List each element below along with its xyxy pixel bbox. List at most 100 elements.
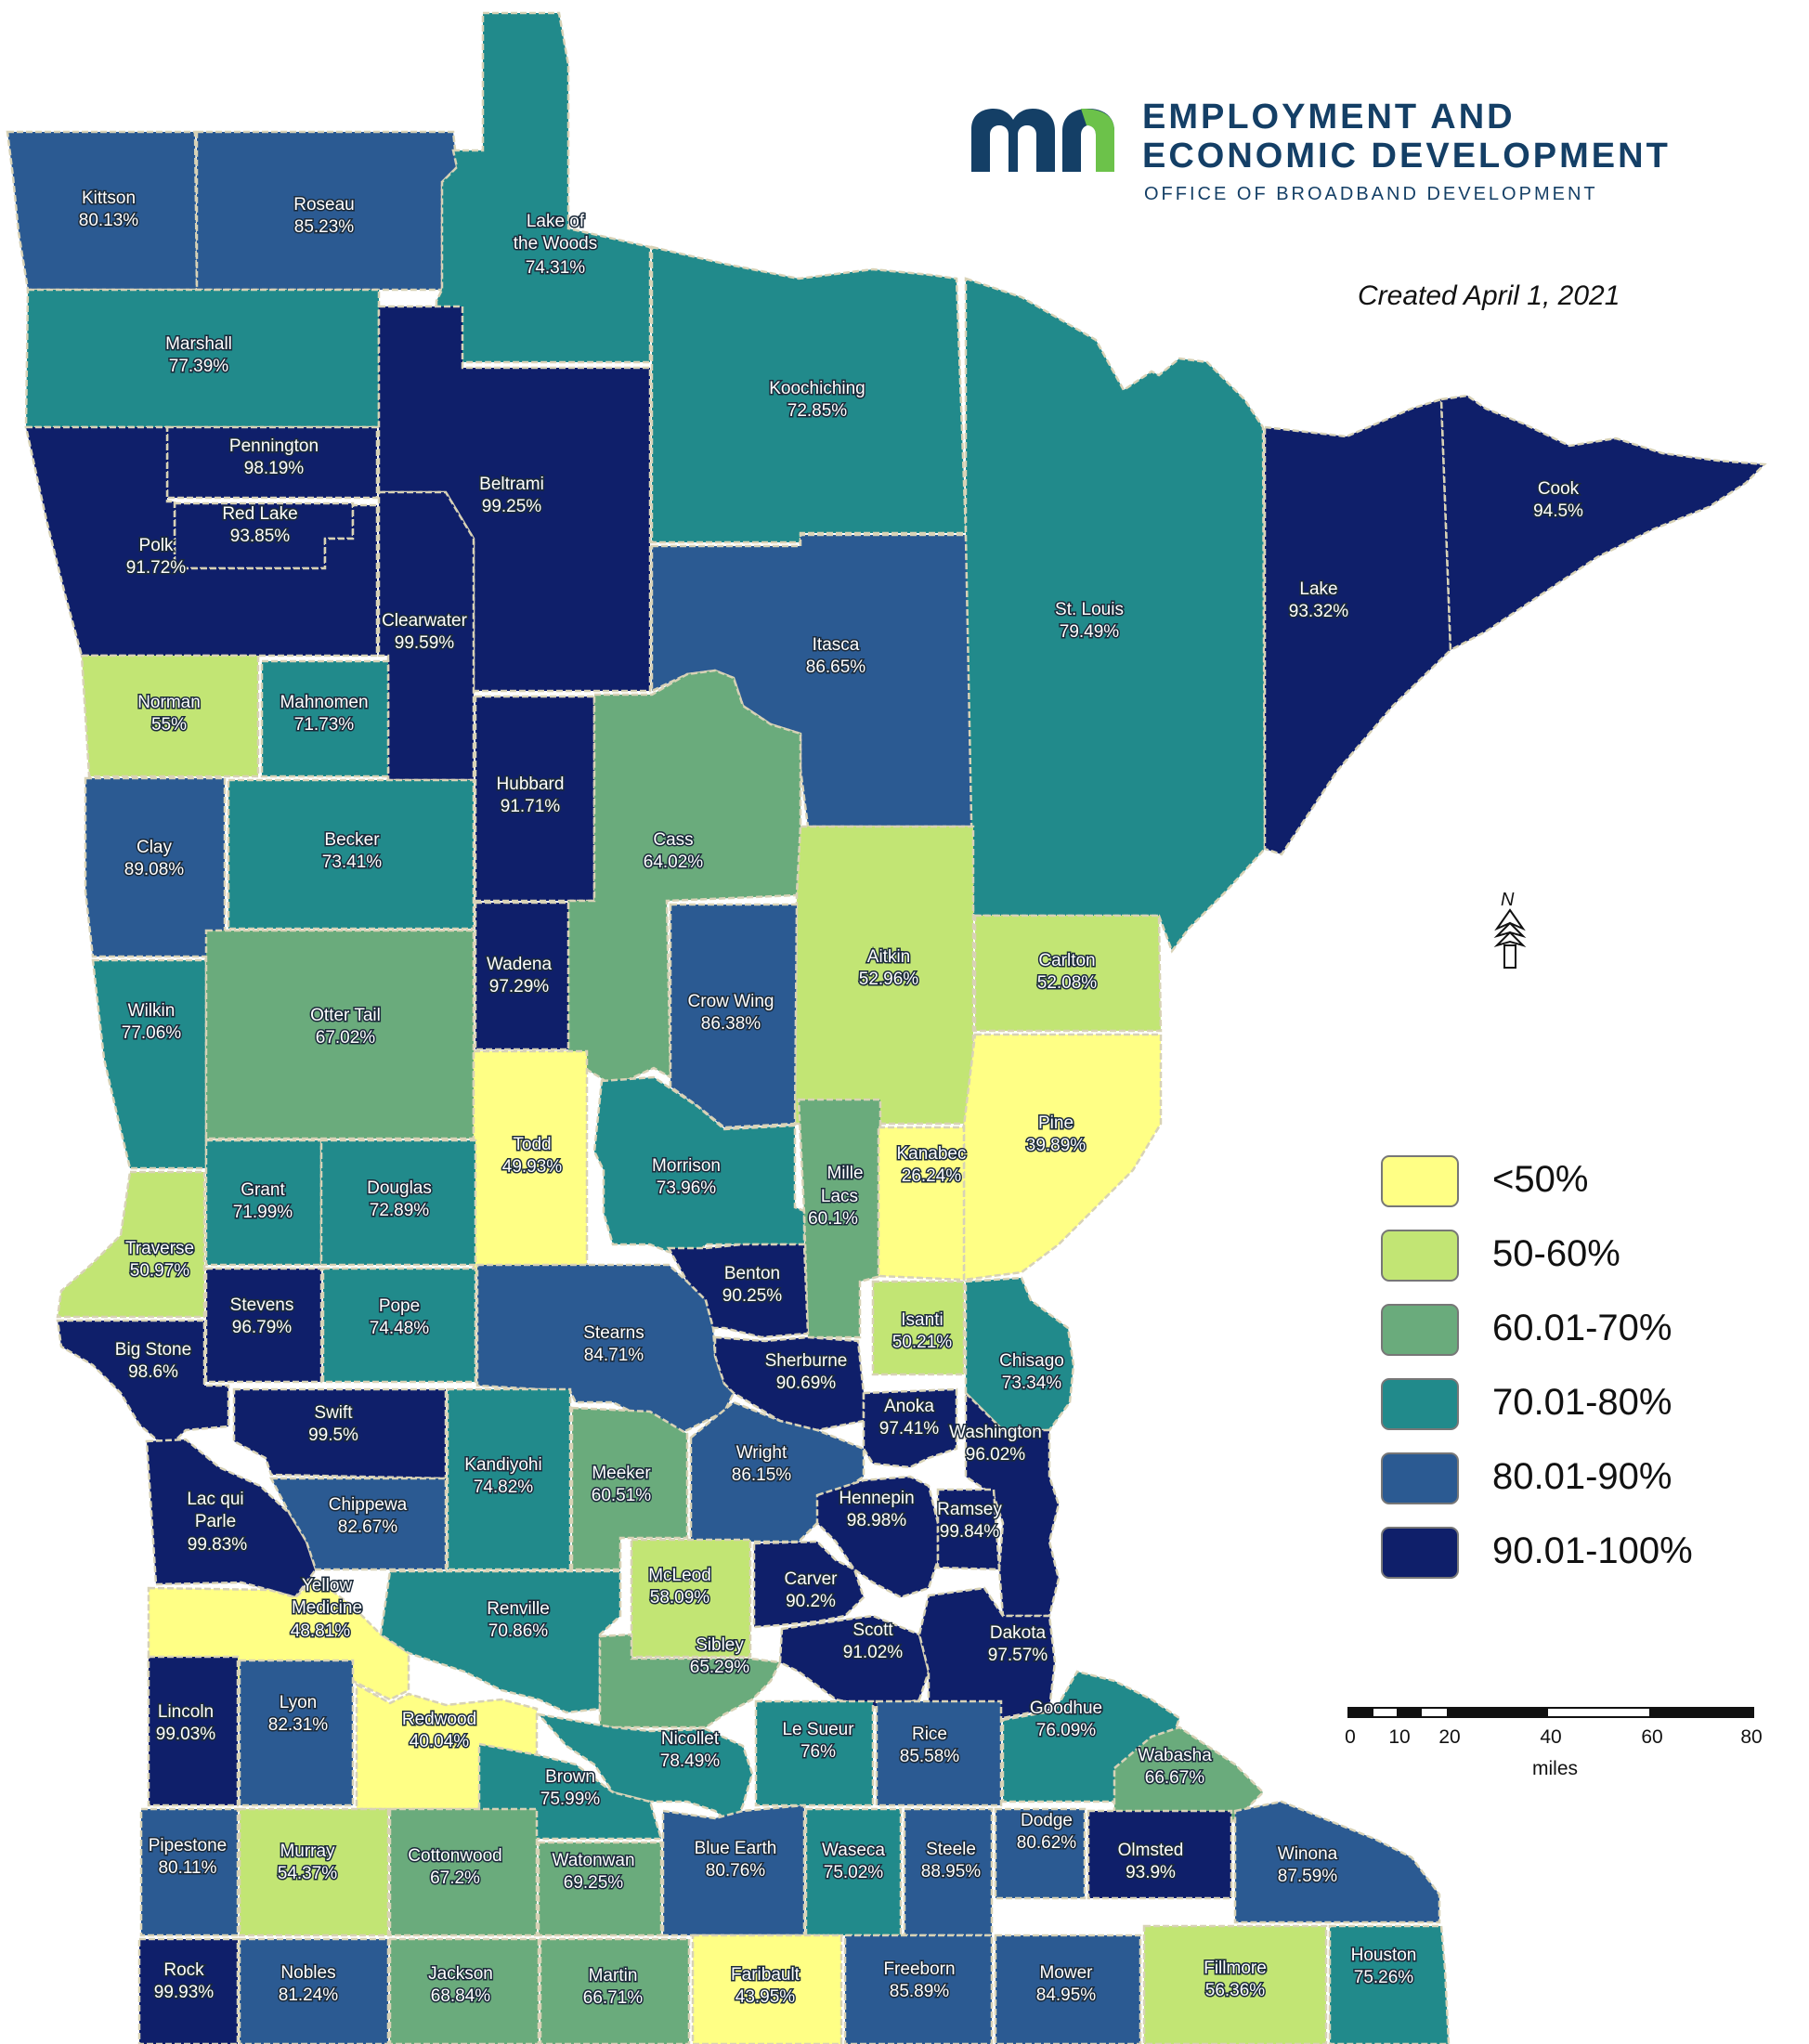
county-coverage-value: 73.34% [1002,1374,1062,1393]
county-name: Chippewa [329,1495,408,1515]
county-name: Itasca [813,635,860,655]
county-coverage-value: 52.96% [859,970,919,989]
county-coverage-value: 89.08% [124,860,185,879]
legend-swatch [1381,1230,1459,1282]
county-coverage-value: 90.2% [786,1592,836,1611]
county-coverage-value: 71.73% [294,715,355,735]
county-name: Mower [1039,1963,1093,1983]
county-name: Wabasha [1138,1746,1212,1765]
county-coverage-value: 39.89% [1026,1136,1087,1155]
county-coverage-value: 87.59% [1278,1867,1338,1886]
county-name: Chisago [999,1351,1064,1371]
county-dakota [918,1586,1057,1720]
county-name: Faribault [731,1965,800,1985]
county-winona [1233,1800,1441,1924]
county-coverage-value: 43.95% [735,1987,796,2007]
county-coverage-value: 80.11% [158,1858,216,1878]
county-stevens [204,1267,323,1384]
legend-swatch [1381,1527,1459,1579]
county-name: Wadena [487,955,552,974]
county-pipestone [139,1807,240,1937]
scale-units: miles [1532,1758,1579,1779]
county-name: Watonwan [552,1851,634,1870]
county-name: Winona [1278,1844,1338,1864]
county-coverage-value: 80.62% [1017,1833,1077,1853]
county-coverage-value: 76.09% [1036,1721,1097,1740]
north-arrow: N [1491,890,1529,983]
county-becker [227,778,475,931]
county-coverage-value: 69.25% [564,1873,624,1893]
county-name: Polk [139,536,174,555]
county-name: Redwood [402,1710,476,1729]
county-name: Nobles [280,1963,335,1983]
county-jackson [388,1937,540,2044]
county-coverage-value: 26.24% [902,1166,962,1186]
county-coverage-value: 77.39% [169,357,229,376]
county-label-becker: Becker 73.41% [320,829,384,874]
county-name: Pine [1038,1113,1074,1133]
county-name: Carver [784,1569,838,1589]
county-coverage-value: 40.04% [410,1732,470,1751]
county-pope [321,1267,477,1384]
county-coverage-value: 79.49% [1060,622,1120,642]
county-name: Isanti [901,1310,943,1330]
scale-tick: 0 [1345,1726,1356,1748]
county-name: McLeod [648,1566,711,1585]
county-name: Murray [280,1842,335,1861]
county-coverage-value: 96.79% [232,1318,293,1337]
county-name: Dodge [1021,1811,1073,1830]
county-olmsted [1087,1809,1233,1900]
county-name: Brown [545,1767,595,1787]
north-label: N [1501,890,1515,910]
county-coverage-value: 75.99% [540,1790,601,1809]
county-coverage-value: 85.89% [890,1982,950,2001]
county-traverse [56,1170,206,1319]
county-coverage-value: 93.32% [1289,602,1349,621]
county-coverage-value: 73.41% [322,853,383,872]
county-name: Freeborn [883,1959,955,1979]
county-name: Renville [487,1599,550,1619]
county-coverage-value: 86.65% [806,657,866,677]
county-name: Kandiyohi [464,1455,541,1475]
county-coverage-value: 90.25% [722,1286,783,1306]
county-coverage-value: 84.71% [584,1346,644,1365]
county-name: Crow Wing [688,992,774,1011]
county-name: Becker [324,830,380,850]
county-name: Olmsted [1118,1841,1184,1860]
county-benton [666,1243,810,1339]
county-name: Lyon [280,1693,318,1712]
county-coverage-value: 86.38% [701,1014,761,1034]
county-coverage-value: 67.02% [316,1028,376,1048]
county-sibley [598,1633,782,1729]
county-martin [539,1937,691,2044]
county-sherburne [713,1335,865,1432]
county-murray [238,1807,390,1937]
county-label-crow-wing: Crow Wing 86.38% [686,991,775,1035]
county-wabasha [1113,1725,1265,1831]
county-name: Cass [653,830,693,850]
county-name: Houston [1351,1946,1417,1965]
county-name: Medicine [292,1598,362,1618]
county-coverage-value: 99.03% [156,1725,216,1744]
county-name: Rice [912,1725,947,1744]
county-coverage-value: 50.21% [892,1333,953,1352]
county-coverage-value: 99.59% [395,633,455,653]
